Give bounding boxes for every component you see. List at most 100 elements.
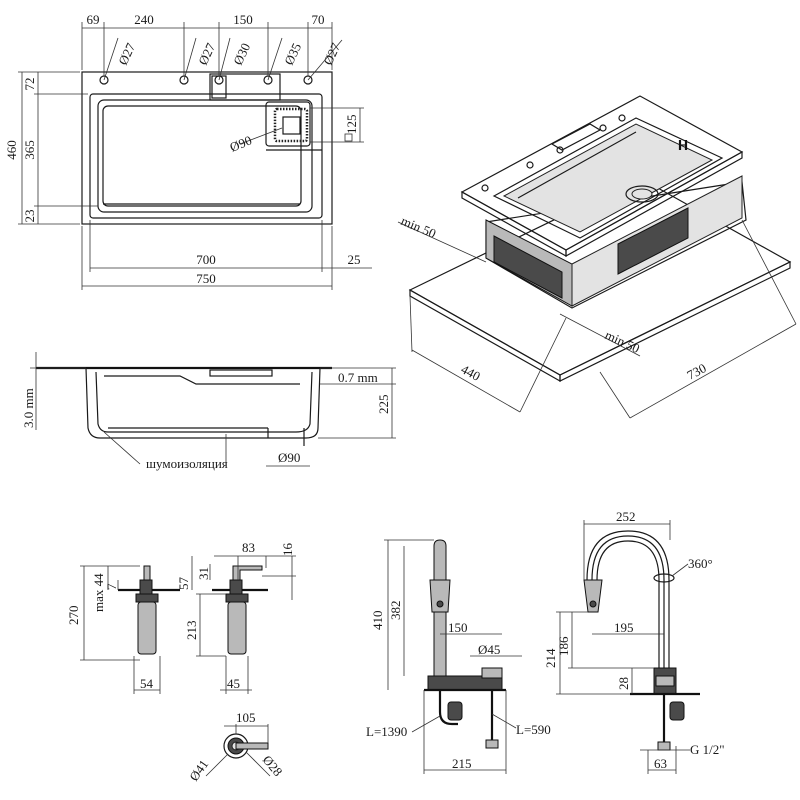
iso-hole (481, 184, 489, 192)
dim-23: 23 (22, 210, 37, 223)
dim-70: 70 (312, 12, 325, 27)
leader (671, 563, 689, 577)
faucet-thread: G 1/2" (690, 742, 725, 757)
disp-d28: Ø28 (260, 752, 286, 779)
leader (245, 751, 271, 777)
iso-hole (556, 146, 564, 154)
dim-365: 365 (22, 140, 37, 160)
leader (103, 37, 119, 81)
bowl-outline (97, 99, 313, 213)
dim-line-730 (629, 323, 797, 419)
bowl-inner (102, 105, 302, 207)
hose-connector (447, 701, 463, 721)
dim-line-min50-right (559, 313, 641, 357)
faucet-186: 186 (556, 636, 571, 656)
iso-hole (599, 124, 607, 132)
hose-1 (438, 690, 458, 726)
drain-core (282, 116, 301, 135)
leader (491, 713, 517, 729)
disp-16: 16 (280, 543, 295, 557)
faucet-handle (429, 579, 451, 613)
bowl-ledge (104, 375, 300, 385)
leader (103, 431, 141, 465)
bowl-opening (492, 117, 724, 239)
disp-max44: max 44 (91, 573, 106, 612)
countertop-side (559, 261, 791, 382)
disp-31: 31 (196, 567, 211, 580)
faucet-spray-head (436, 600, 444, 608)
faucet-front-spray (589, 600, 597, 608)
insulation-pad-right (617, 207, 689, 275)
dim-700: 700 (196, 252, 216, 267)
leader (307, 39, 343, 81)
dim-225: 225 (376, 395, 391, 415)
disp-collar (225, 593, 249, 603)
disp-pump (143, 565, 151, 581)
accessory-slot (209, 73, 281, 101)
insulation-label: шумоизоляция (146, 456, 228, 471)
hose-a-length: L=1390 (366, 724, 407, 739)
bowl-inner-profile (95, 371, 313, 433)
min-50-left: min 50 (399, 213, 438, 241)
dispenser-front: 83 16 57 31 213 45 (176, 540, 296, 694)
rotation-ring (653, 573, 675, 583)
disp-neck (139, 579, 153, 595)
hole-dia-4: Ø35 (281, 41, 304, 68)
bowl-inner-wall (502, 123, 714, 233)
dim-line-440 (411, 349, 521, 413)
faucet-front-head (583, 579, 603, 613)
hole-dia-5: Ø27 (320, 40, 343, 67)
faucet-252: 252 (616, 509, 636, 524)
dim-460: 460 (4, 140, 19, 160)
faucet-382: 382 (388, 601, 403, 621)
drain-basket (265, 101, 311, 147)
sink-outline (81, 71, 333, 225)
hole-dia-3: Ø30 (230, 41, 253, 68)
faucet-side: 410 382 150 Ø45 L=1390 L=590 215 (366, 539, 551, 774)
side-accessory (209, 369, 273, 377)
insulation-pad-left (493, 235, 563, 299)
drain-ring (273, 107, 309, 143)
rotation-label: 360° (688, 556, 713, 571)
dim-730: 730 (684, 360, 708, 382)
iso-hole (526, 161, 534, 169)
leader (218, 37, 231, 81)
faucet-63: 63 (654, 756, 667, 771)
faucet-410: 410 (370, 611, 385, 631)
leader (205, 753, 229, 777)
faucet-d45: Ø45 (478, 642, 500, 657)
faucet-front: 252 360° 195 214 186 28 G 1/2" 63 (543, 509, 725, 774)
sink-rim-edge-right (565, 150, 743, 258)
leader (411, 715, 441, 733)
faucet-front-base-ring (655, 675, 675, 687)
disp-top-spout (235, 742, 269, 750)
faucet-arc-fill (591, 535, 665, 668)
hose-end (485, 739, 499, 749)
dim-25: 25 (348, 252, 361, 267)
disp-d41: Ø41 (186, 757, 211, 784)
iso-accessory-slot (550, 123, 602, 151)
hole-dia-1: Ø27 (115, 40, 138, 67)
drain-dia: Ø90 (228, 132, 254, 154)
dim-750: 750 (196, 271, 216, 286)
countertop-front (409, 288, 561, 383)
bowl-side-profile (85, 367, 321, 439)
dim-line-min50-left (397, 221, 487, 263)
ext-line (741, 219, 797, 325)
disp-45: 45 (227, 676, 240, 691)
disp-bottle (227, 601, 247, 655)
leader (267, 37, 283, 81)
lip-0.7mm: 0.7 mm (338, 370, 378, 385)
dim-69: 69 (87, 12, 100, 27)
sink-flange (89, 93, 323, 219)
min-50-right: min 50 (603, 327, 642, 356)
dispenser-side: 270 max 44 7 54 (66, 565, 180, 694)
ext-line (519, 317, 567, 413)
side-view: 3.0 mm 0.7 mm 225 шумоизоляция Ø90 (21, 352, 396, 471)
disp-213: 213 (184, 621, 199, 641)
dim-150: 150 (233, 12, 253, 27)
leader (183, 37, 197, 81)
disp-57: 57 (176, 577, 191, 591)
faucet-28: 28 (616, 677, 631, 690)
